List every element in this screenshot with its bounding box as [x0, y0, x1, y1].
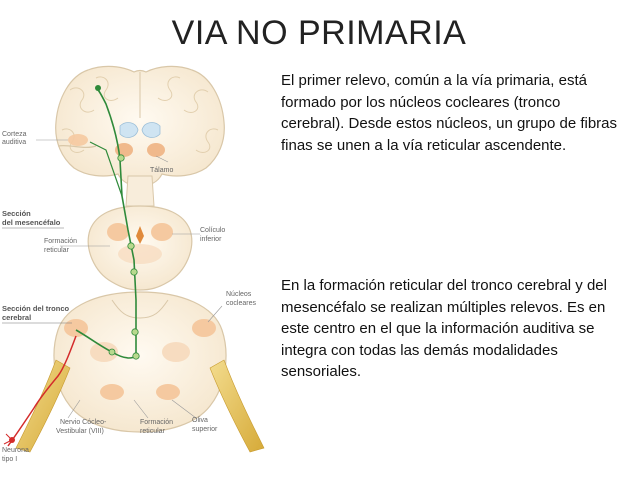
- label-nervio-2: Vestibular (VIII): [56, 428, 104, 435]
- label-oliva: Oliva: [192, 417, 208, 424]
- label-formacion-reticular-top-2: reticular: [44, 247, 70, 254]
- label-formacion-reticular-bottom-2: reticular: [140, 428, 166, 435]
- label-seccion-mesencefalo-2: del mesencéfalo: [2, 218, 61, 227]
- paragraph-primer-relevo: El primer relevo, común a la vía primari…: [281, 70, 626, 156]
- auditory-pathway-diagram: Corteza auditiva Tálamo Sección del mese…: [0, 55, 278, 479]
- label-cocleares: cocleares: [226, 300, 256, 307]
- label-tipo-i: tipo I: [2, 456, 17, 463]
- brainstem-section: [54, 292, 226, 432]
- label-seccion-tronco-1: Sección del tronco: [2, 304, 70, 313]
- paragraph-formacion-reticular: En la formación reticular del tronco cer…: [281, 275, 621, 383]
- slide-title: VIA NO PRIMARIA: [0, 14, 638, 53]
- label-nucleos: Núcleos: [226, 291, 252, 298]
- label-formacion-reticular-top-1: Formación: [44, 238, 77, 245]
- label-neurona: Neurona: [2, 447, 29, 454]
- midbrain-section: [88, 206, 191, 290]
- label-inferior: inferior: [200, 236, 222, 243]
- label-seccion-tronco-2: cerebral: [2, 313, 31, 322]
- label-nervio-1: Nervio Cóclео-: [60, 419, 107, 426]
- label-auditiva: auditiva: [2, 139, 26, 146]
- label-seccion-mesencefalo-1: Sección: [2, 209, 31, 218]
- label-talamo: Tálamo: [150, 167, 173, 174]
- label-corteza: Corteza: [2, 131, 27, 138]
- brain-coronal-section: [56, 66, 225, 206]
- label-superior: superior: [192, 426, 218, 433]
- label-formacion-reticular-bottom-1: Formación: [140, 419, 173, 426]
- label-coliculo: Colículo: [200, 227, 225, 234]
